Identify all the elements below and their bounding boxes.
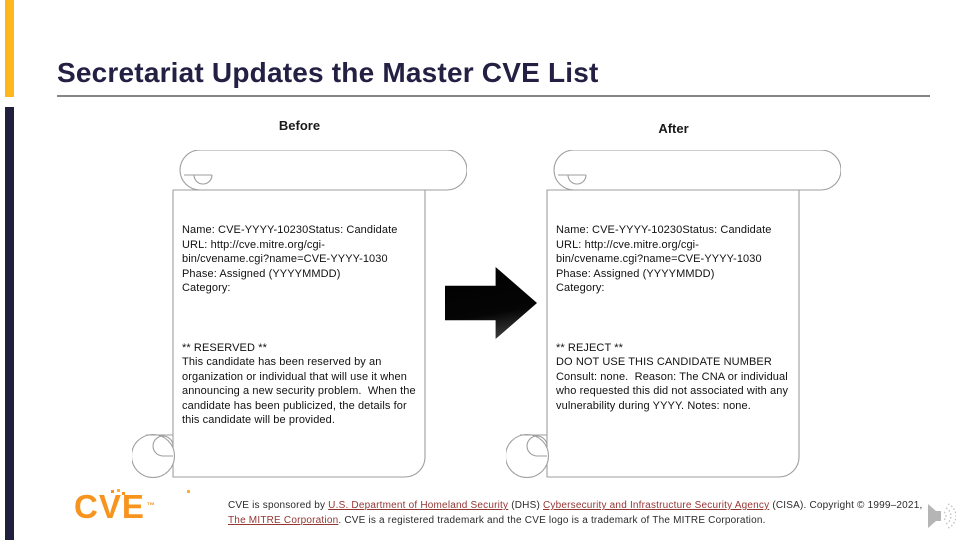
scroll-body <box>172 189 426 478</box>
title-divider <box>57 95 930 97</box>
accent-bar-orange <box>5 0 14 97</box>
footer-seg2: (DHS) <box>508 500 543 511</box>
scroll-outline-icon <box>506 150 841 478</box>
footer-sponsor-text: CVE is sponsored by U.S. Department of H… <box>228 498 934 528</box>
after-status-text: ** REJECT ** DO NOT USE THIS CANDIDATE N… <box>556 341 789 412</box>
footer-seg1: CVE is sponsored by <box>228 500 329 511</box>
logo-pixel-dots <box>111 490 114 493</box>
footer-seg3: (CISA). Copyright © 1999–2021, <box>769 500 923 511</box>
trademark-symbol: ™ <box>146 501 155 510</box>
cve-logo-text: CVE <box>74 488 145 525</box>
audio-speaker-icon[interactable] <box>924 501 956 531</box>
scroll-top-curl-detail <box>567 174 587 185</box>
scroll-body <box>546 189 800 478</box>
footer-seg4: . CVE is a registered trademark and the … <box>338 515 766 526</box>
after-label: After <box>658 121 689 136</box>
before-scroll-shape: Name: CVE-YYYY-10230Status: Candidate UR… <box>132 150 467 478</box>
after-scroll-shape: Name: CVE-YYYY-10230Status: Candidate UR… <box>506 150 841 478</box>
link-mitre[interactable]: The MITRE Corporation <box>228 515 339 526</box>
before-record-text: Name: CVE-YYYY-10230Status: Candidate UR… <box>182 224 398 294</box>
after-record-text: Name: CVE-YYYY-10230Status: Candidate UR… <box>556 224 772 294</box>
scroll-bottom-curl-detail <box>526 435 548 457</box>
scroll-top-curl-detail <box>193 174 213 185</box>
before-label: Before <box>278 118 321 133</box>
accent-bar-navy <box>5 107 14 540</box>
speaker-body <box>928 504 941 528</box>
scroll-outline-icon <box>132 150 467 478</box>
scroll-bottom-curl-detail <box>152 435 174 457</box>
scroll-top-roll <box>553 150 841 191</box>
link-dhs[interactable]: U.S. Department of Homeland Security <box>328 500 509 511</box>
page-title: Secretariat Updates the Master CVE List <box>57 56 599 88</box>
scroll-top-roll <box>179 150 467 191</box>
before-scroll-text: Name: CVE-YYYY-10230Status: Candidate UR… <box>182 194 424 457</box>
link-cisa[interactable]: Cybersecurity and Infrastructure Securit… <box>542 500 770 511</box>
after-scroll-text: Name: CVE-YYYY-10230Status: Candidate UR… <box>556 194 798 442</box>
sound-waves <box>943 503 956 529</box>
before-status-text: ** RESERVED ** This candidate has been r… <box>182 341 416 427</box>
